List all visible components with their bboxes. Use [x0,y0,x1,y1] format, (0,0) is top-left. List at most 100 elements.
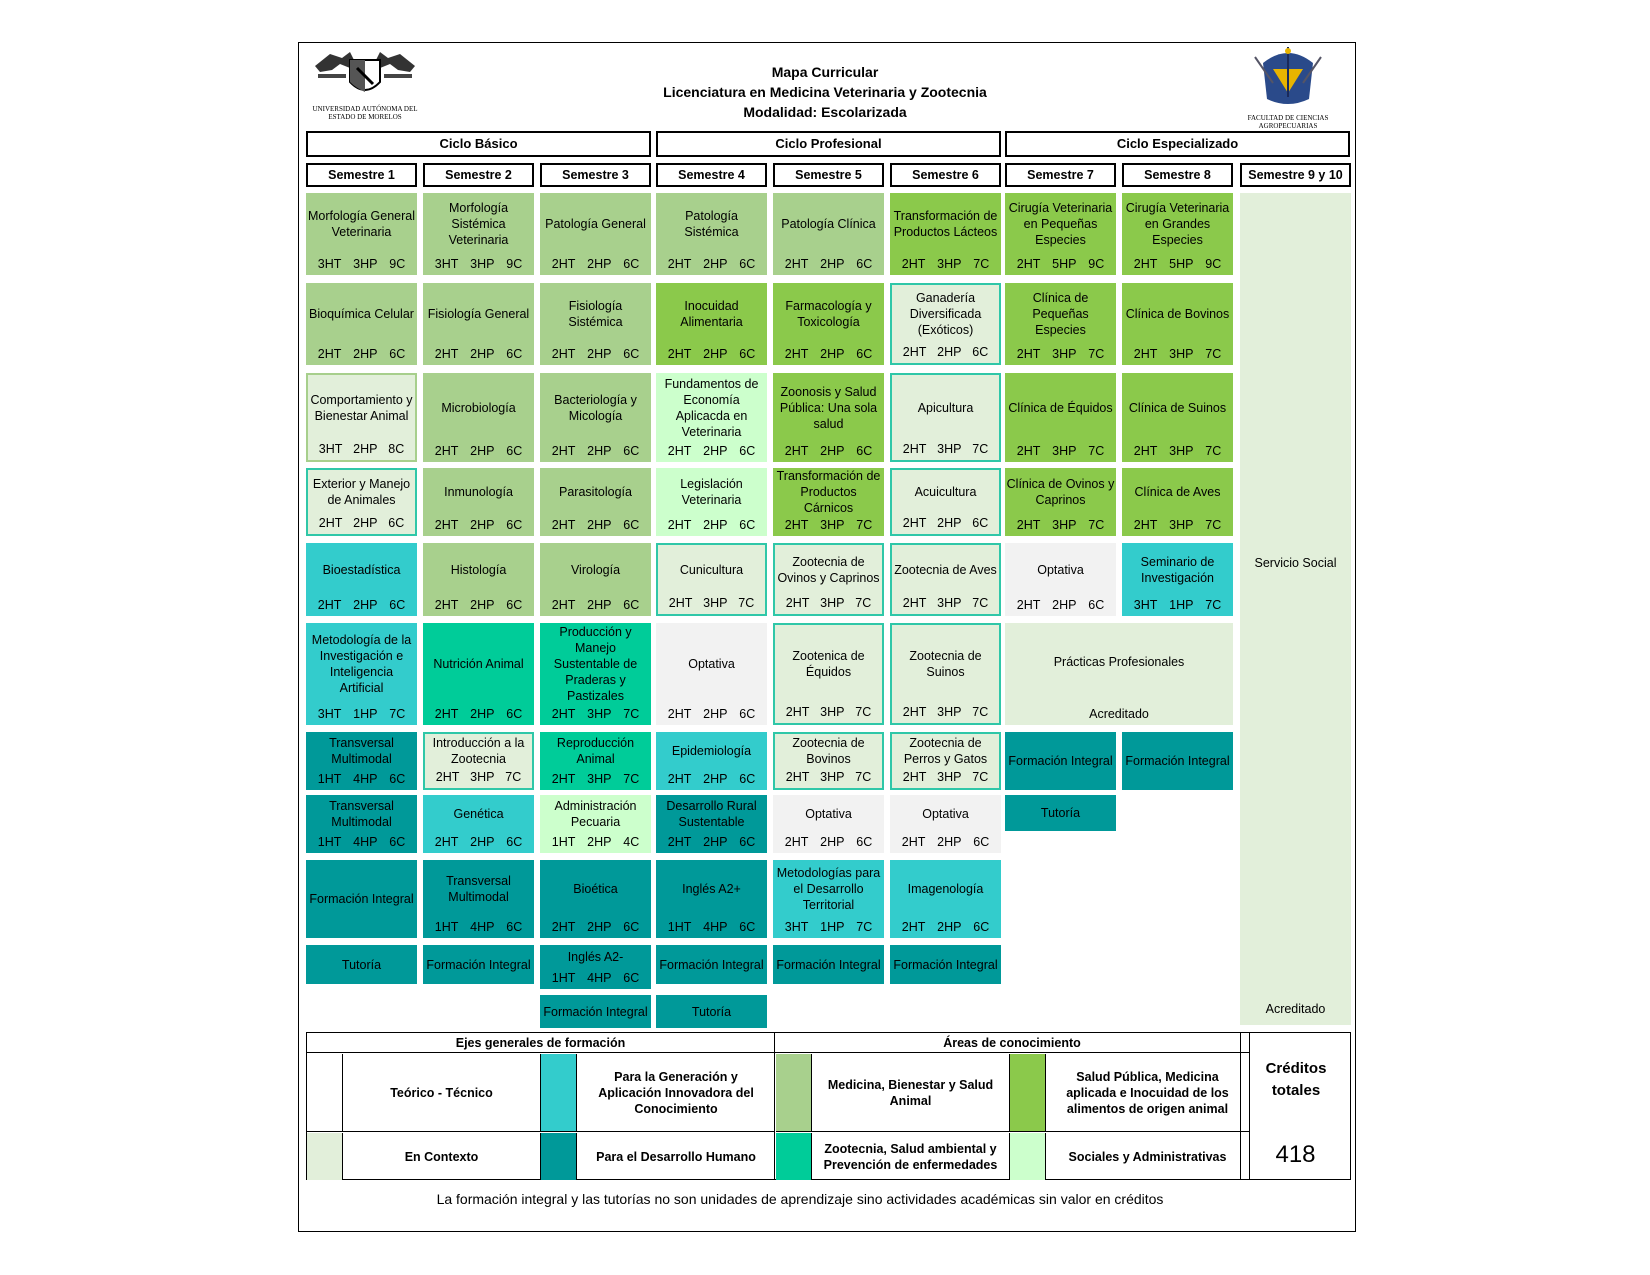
course-hours-value: 7C [972,770,989,784]
course-hours-value: 7C [1088,518,1105,532]
course-hours-value: 6C [506,707,523,721]
course-hours-value: 3HT [317,707,342,721]
course-hours-value: 7C [856,920,873,934]
course-hours-value: 2HP [820,347,845,361]
course-name: Zoonosis y Salud Pública: Una sola salud [779,384,878,431]
course-hours-value: 6C [506,598,523,612]
course-name: Legislación Veterinaria [680,477,743,507]
course-name: Fisiología Sistémica [568,299,623,329]
course-name: Inglés A2- [567,950,624,964]
course-name: Imagenología [907,882,984,896]
course-name: Transversal Multimodal [329,736,394,766]
course-hours-value: 2HT [1016,347,1041,361]
course-name: Apicultura [917,400,974,415]
course-hours-value: 6C [623,971,640,985]
course-formacion-integral: Formación Integral [890,945,1001,984]
course-name: Zootecnia de Suinos [909,649,982,679]
course-hours-value: 6C [389,835,406,849]
course-name: Formación Integral [309,892,414,906]
course-hours-value: 2HP [353,347,378,361]
uaem-crest-icon [315,52,415,92]
course-hours-value: 2HT [434,835,459,849]
course-hours-value: 2HT [901,835,926,849]
course-hours-value: 2HT [551,257,576,271]
course-hours-value: 3HP [1052,444,1077,458]
course-name: Bacteriología y Micología [554,392,637,423]
course-hours-value: 2HP [820,835,845,849]
course-hours-value: 6C [623,347,640,361]
course-hours-value: 6C [856,347,873,361]
course-hours-value: 3HP [587,707,612,721]
course-hours-value: 2HT [785,596,810,610]
course-hours-value: 6C [973,835,990,849]
course-hours-value: 7C [1205,444,1222,458]
legend-desarrollo: Para el Desarrollo Humano [596,1149,756,1164]
swatch-teorico [307,1054,343,1132]
course-hours-value: 2HP [703,444,728,458]
course-name: Transversal Multimodal [329,799,394,829]
course-hours-value: 2HP [703,518,728,532]
semester-3: Semestre 3 [540,163,651,187]
course-hours-value: 2HT [902,345,927,359]
course-name: Clínica de Bovinos [1125,307,1230,321]
semester-6: Semestre 6 [890,163,1001,187]
course-hours-value: 6C [739,444,756,458]
swatch-generacion [541,1054,577,1132]
course-name: Zootecnia de Aves [894,562,997,577]
course-hours-value: 6C [739,518,756,532]
course-name: Zootecnia de Ovinos y Caprinos [777,554,880,585]
course-name: Bioestadística [322,562,401,577]
course-name: Nutrición Animal [433,657,524,671]
course-hours-value: 9C [1088,257,1105,271]
cycle-especializado: Ciclo Especializado [1005,131,1350,157]
course-hours-value: 2HP [937,345,962,359]
course-formacion-integral: Formación Integral [423,945,534,984]
course-name: Fundamentos de Economía Aplicacda en Vet… [664,376,759,439]
course-name: Farmacología y Toxicología [785,299,872,329]
course-hours-value: 6C [506,920,523,934]
course-hours-value: 2HP [353,598,378,612]
footnote: La formación integral y las tutorías no … [436,1191,1164,1207]
course-hours-value: 6C [389,772,406,786]
course-hours-value: 2HT [785,705,810,719]
course-name: Inocuidad Alimentaria [680,299,743,329]
course-name: Clínica de Équidos [1008,400,1113,415]
course-hours-value: 2HT [902,442,927,456]
course-hours-value: 2HT [435,770,460,784]
course-name: Formación Integral [1008,754,1113,768]
course-hours-value: 6C [388,516,405,530]
course-name: Zootecnia de Perros y Gatos [903,736,988,766]
semester-2: Semestre 2 [423,163,534,187]
course-hours-value: 3HP [1169,347,1194,361]
course-name: Formación Integral [426,957,531,972]
course-name: Cunicultura [679,562,744,577]
course-hours: Acreditado [1005,706,1233,722]
